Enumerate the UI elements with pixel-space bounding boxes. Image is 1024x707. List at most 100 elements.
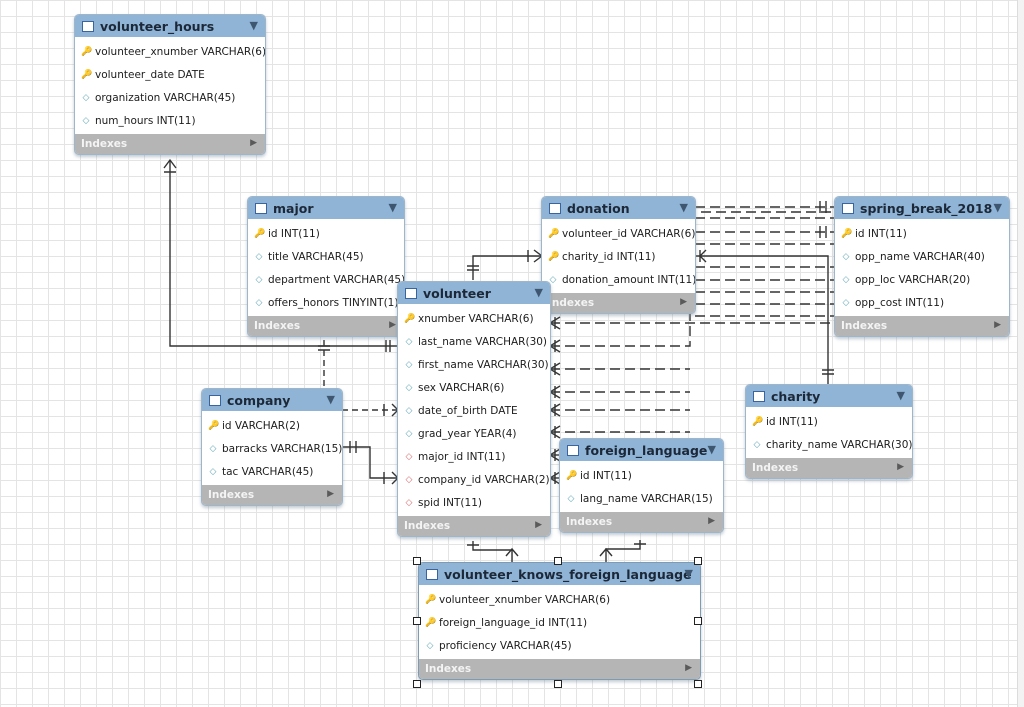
- collapse-arrow-icon[interactable]: ▼: [684, 567, 693, 580]
- column-row[interactable]: ◇num_hours INT(11): [82, 114, 196, 127]
- table-volunteer-hours[interactable]: volunteer_hours ▼ 🔑volunteer_xnumber VAR…: [74, 14, 266, 155]
- table-volunteer[interactable]: volunteer ▼ 🔑xnumber VARCHAR(6) ◇last_na…: [397, 281, 551, 537]
- column-row[interactable]: ◇title VARCHAR(45): [255, 250, 364, 263]
- column-row[interactable]: ◇sex VARCHAR(6): [405, 381, 505, 394]
- indexes-section[interactable]: Indexes▶: [248, 316, 404, 336]
- indexes-section[interactable]: Indexes▶: [398, 516, 550, 536]
- column-row[interactable]: 🔑volunteer_date DATE: [81, 68, 205, 81]
- column-row[interactable]: ◇first_name VARCHAR(30): [405, 358, 549, 371]
- indexes-section[interactable]: Indexes▶: [746, 458, 912, 478]
- column-row[interactable]: 🔑charity_id INT(11): [548, 250, 656, 263]
- table-header[interactable]: foreign_language ▼: [560, 439, 723, 461]
- primary-key-icon: 🔑: [404, 313, 416, 324]
- column-row[interactable]: ◇department VARCHAR(45): [255, 273, 405, 286]
- column-row[interactable]: ◇grad_year YEAR(4): [405, 427, 517, 440]
- resize-handle-bottom-center[interactable]: [554, 680, 562, 688]
- attribute-icon: ◇: [405, 405, 413, 416]
- table-volunteer-knows-foreign-language[interactable]: volunteer_knows_foreign_language ▼ 🔑volu…: [418, 562, 701, 680]
- expand-arrow-icon[interactable]: ▶: [535, 520, 542, 530]
- table-header[interactable]: charity ▼: [746, 385, 912, 407]
- table-donation[interactable]: donation ▼ 🔑volunteer_id VARCHAR(6) 🔑cha…: [541, 196, 696, 314]
- table-header[interactable]: donation ▼: [542, 197, 695, 219]
- table-header[interactable]: volunteer_knows_foreign_language ▼: [419, 563, 700, 585]
- expand-arrow-icon[interactable]: ▶: [897, 462, 904, 472]
- column-row[interactable]: ◇last_name VARCHAR(30): [405, 335, 548, 348]
- collapse-arrow-icon[interactable]: ▼: [249, 19, 258, 32]
- attribute-icon: ◇: [405, 359, 413, 370]
- table-company[interactable]: company ▼ 🔑id VARCHAR(2) ◇barracks VARCH…: [201, 388, 343, 506]
- expand-arrow-icon[interactable]: ▶: [685, 663, 692, 673]
- expand-arrow-icon[interactable]: ▶: [327, 489, 334, 499]
- expand-arrow-icon[interactable]: ▶: [680, 297, 687, 307]
- column-row[interactable]: ◇spid INT(11): [405, 496, 482, 509]
- table-foreign-language[interactable]: foreign_language ▼ 🔑id INT(11) ◇lang_nam…: [559, 438, 724, 533]
- column-row[interactable]: 🔑foreign_language_id INT(11): [425, 616, 588, 629]
- foreign-key-icon: ◇: [405, 497, 413, 508]
- table-name: volunteer_knows_foreign_language: [444, 566, 692, 582]
- resize-handle-top-left[interactable]: [413, 557, 421, 565]
- resize-handle-middle-right[interactable]: [694, 617, 702, 625]
- resize-handle-top-center[interactable]: [554, 557, 562, 565]
- collapse-arrow-icon[interactable]: ▼: [679, 201, 688, 214]
- collapse-arrow-icon[interactable]: ▼: [993, 201, 1002, 214]
- column-row[interactable]: ◇lang_name VARCHAR(15): [567, 492, 713, 505]
- attribute-icon: ◇: [549, 274, 557, 285]
- column-row[interactable]: 🔑xnumber VARCHAR(6): [404, 312, 534, 325]
- foreign-key-icon: ◇: [405, 474, 413, 485]
- column-row[interactable]: ◇offers_honors TINYINT(1): [255, 296, 399, 309]
- indexes-section[interactable]: Indexes▶: [419, 659, 700, 679]
- collapse-arrow-icon[interactable]: ▼: [534, 286, 543, 299]
- table-header[interactable]: major ▼: [248, 197, 404, 219]
- column-row[interactable]: 🔑id INT(11): [752, 415, 818, 428]
- column-row[interactable]: ◇date_of_birth DATE: [405, 404, 518, 417]
- column-row[interactable]: 🔑id VARCHAR(2): [208, 419, 300, 432]
- column-row[interactable]: 🔑id INT(11): [566, 469, 632, 482]
- column-row[interactable]: ◇opp_cost INT(11): [842, 296, 945, 309]
- table-major[interactable]: major ▼ 🔑id INT(11) ◇title VARCHAR(45) ◇…: [247, 196, 405, 337]
- column-row[interactable]: 🔑id INT(11): [254, 227, 320, 240]
- vertical-scrollbar[interactable]: [1017, 0, 1024, 707]
- resize-handle-top-right[interactable]: [694, 557, 702, 565]
- collapse-arrow-icon[interactable]: ▼: [388, 201, 397, 214]
- expand-arrow-icon[interactable]: ▶: [708, 516, 715, 526]
- resize-handle-middle-left[interactable]: [413, 617, 421, 625]
- attribute-icon: ◇: [255, 274, 263, 285]
- indexes-section[interactable]: Indexes▶: [202, 485, 342, 505]
- column-row[interactable]: ◇barracks VARCHAR(15): [209, 442, 343, 455]
- primary-key-icon: 🔑: [752, 416, 764, 427]
- column-row[interactable]: ◇donation_amount INT(11): [549, 273, 696, 286]
- table-charity[interactable]: charity ▼ 🔑id INT(11) ◇charity_name VARC…: [745, 384, 913, 479]
- column-row[interactable]: 🔑volunteer_xnumber VARCHAR(6): [425, 593, 611, 606]
- table-header[interactable]: company ▼: [202, 389, 342, 411]
- expand-arrow-icon[interactable]: ▶: [389, 320, 396, 330]
- column-row[interactable]: 🔑id INT(11): [841, 227, 907, 240]
- resize-handle-bottom-right[interactable]: [694, 680, 702, 688]
- column-row[interactable]: ◇tac VARCHAR(45): [209, 465, 314, 478]
- column-row[interactable]: ◇major_id INT(11): [405, 450, 506, 463]
- column-row[interactable]: ◇charity_name VARCHAR(30): [753, 438, 913, 451]
- table-header[interactable]: volunteer ▼: [398, 282, 550, 304]
- primary-key-icon: 🔑: [81, 69, 93, 80]
- column-row[interactable]: 🔑volunteer_id VARCHAR(6): [548, 227, 696, 240]
- column-row[interactable]: ◇opp_loc VARCHAR(20): [842, 273, 971, 286]
- collapse-arrow-icon[interactable]: ▼: [896, 389, 905, 402]
- table-name: major: [273, 200, 314, 216]
- indexes-section[interactable]: Indexes▶: [560, 512, 723, 532]
- column-row[interactable]: ◇opp_name VARCHAR(40): [842, 250, 985, 263]
- table-spring-break-2018[interactable]: spring_break_2018 ▼ 🔑id INT(11) ◇opp_nam…: [834, 196, 1010, 337]
- expand-arrow-icon[interactable]: ▶: [994, 320, 1001, 330]
- indexes-section[interactable]: Indexes▶: [835, 316, 1009, 336]
- collapse-arrow-icon[interactable]: ▼: [326, 393, 335, 406]
- column-row[interactable]: ◇company_id VARCHAR(2): [405, 473, 550, 486]
- column-row[interactable]: ◇organization VARCHAR(45): [82, 91, 236, 104]
- resize-handle-bottom-left[interactable]: [413, 680, 421, 688]
- indexes-section[interactable]: Indexes▶: [75, 134, 265, 154]
- column-row[interactable]: ◇proficiency VARCHAR(45): [426, 639, 572, 652]
- table-header[interactable]: spring_break_2018 ▼: [835, 197, 1009, 219]
- table-header[interactable]: volunteer_hours ▼: [75, 15, 265, 37]
- expand-arrow-icon[interactable]: ▶: [250, 138, 257, 148]
- collapse-arrow-icon[interactable]: ▼: [707, 443, 716, 456]
- column-row[interactable]: 🔑volunteer_xnumber VARCHAR(6): [81, 45, 266, 58]
- indexes-section[interactable]: Indexes▶: [542, 293, 695, 313]
